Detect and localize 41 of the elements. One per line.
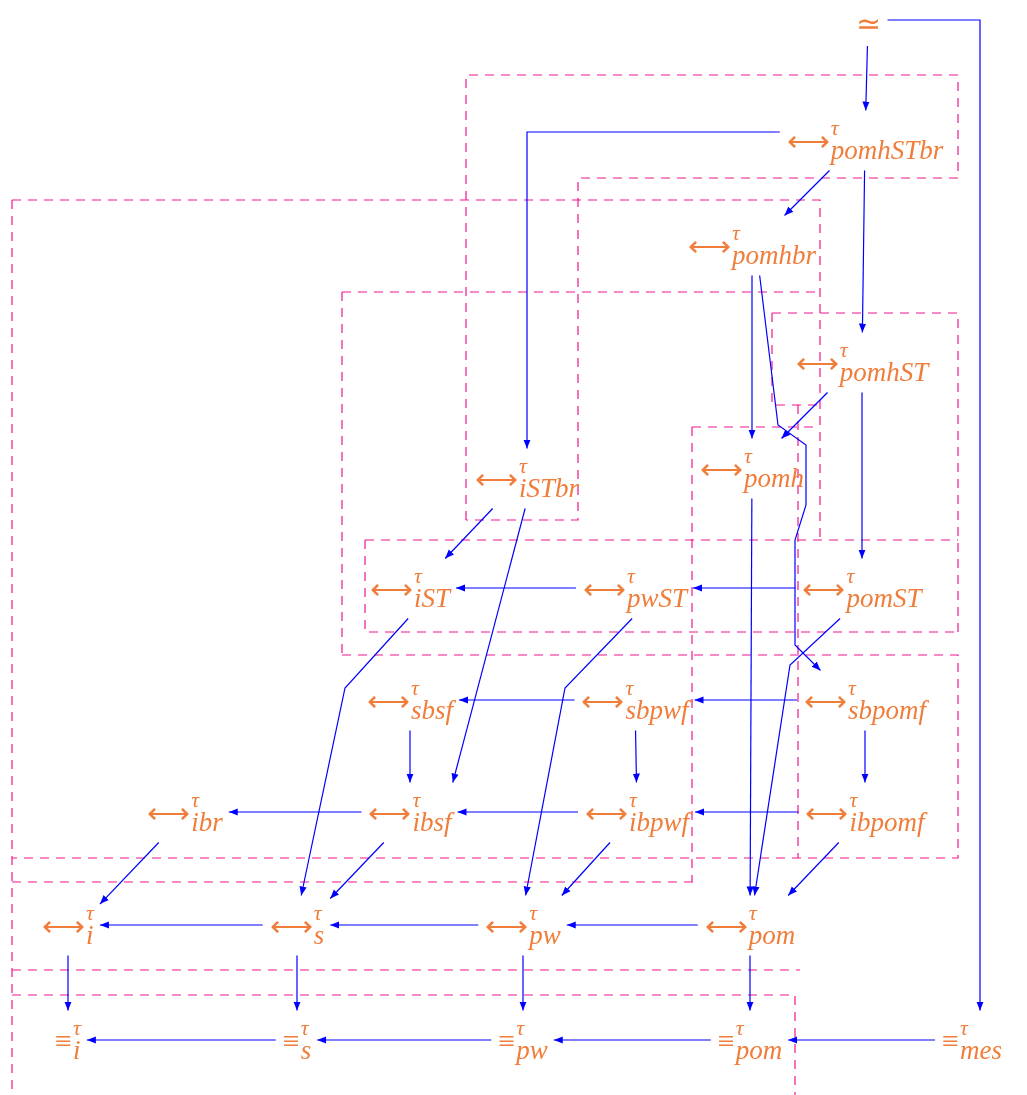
arrow	[694, 808, 800, 816]
arrow	[316, 1036, 492, 1044]
arrow	[632, 729, 640, 784]
arrow	[787, 1036, 936, 1044]
relation-label: ≃	[855, 9, 881, 39]
arrow	[746, 497, 754, 897]
arrow	[759, 274, 822, 672]
arrow	[692, 584, 797, 592]
arrow	[861, 729, 869, 784]
arrow	[780, 391, 829, 440]
arrow	[455, 584, 577, 592]
arrow	[748, 274, 756, 440]
arrow	[86, 1036, 277, 1044]
arrow	[783, 169, 831, 217]
arrow	[444, 507, 494, 560]
arrow	[519, 954, 527, 1012]
arrow	[787, 841, 840, 897]
arrow	[64, 954, 72, 1012]
arrow	[523, 617, 633, 897]
arrow	[862, 45, 870, 112]
arrow	[406, 729, 414, 784]
arrow	[329, 921, 479, 929]
arrow	[99, 841, 160, 905]
arrow	[561, 841, 611, 897]
arrow	[228, 808, 363, 816]
arrow	[99, 921, 264, 929]
arrow	[858, 169, 867, 334]
arrow	[456, 808, 579, 816]
arrow	[329, 841, 385, 900]
arrow	[458, 696, 576, 704]
arrow	[566, 921, 699, 929]
arrow	[523, 131, 781, 450]
arrow	[293, 954, 301, 1012]
arrow	[858, 391, 866, 560]
arrow	[553, 1036, 712, 1044]
arrow	[752, 617, 841, 897]
arrow	[299, 617, 409, 897]
arrow	[693, 696, 798, 704]
arrow	[451, 507, 526, 784]
arrow	[746, 954, 754, 1012]
arrow	[886, 19, 984, 1012]
